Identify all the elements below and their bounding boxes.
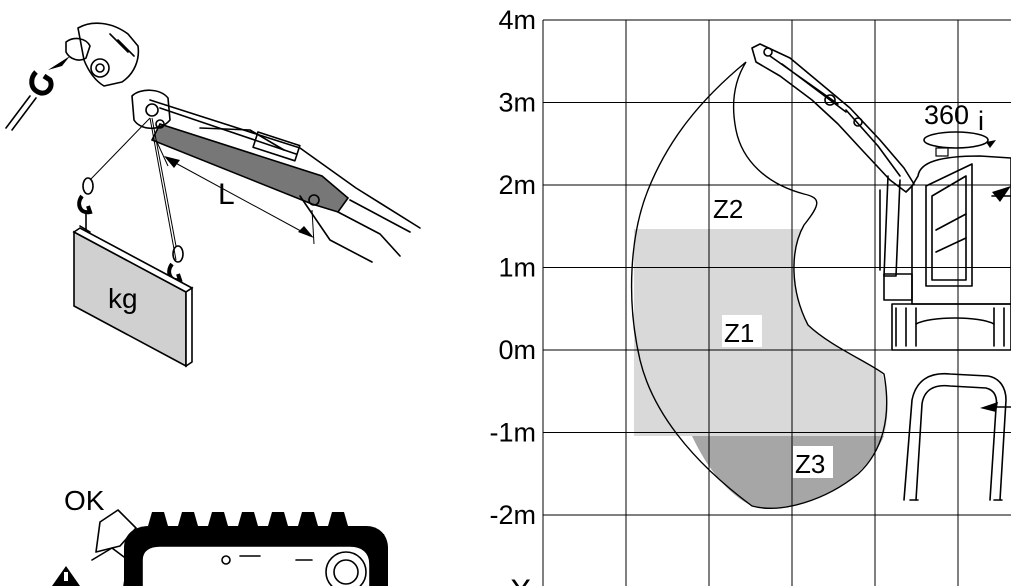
rotation-label: 360: [924, 100, 969, 130]
y-tick-label: -1m: [490, 418, 537, 448]
zone-z1-label-bg: [722, 315, 762, 347]
zone-z3-label: Z3: [795, 449, 825, 479]
range-chart: 4m 3m 2m 1m 0m -1m -2m X Z2 Z1 Z3 360 i: [490, 5, 1011, 586]
load-block: kg: [72, 227, 194, 368]
y-tick-label: 0m: [498, 335, 536, 365]
zone-z3-area: [692, 436, 884, 509]
zone-z3-label-bg: [793, 446, 833, 478]
zone-z2-label: Z2: [713, 194, 743, 224]
y-tick-label: 3m: [498, 88, 536, 118]
y-tick-label: -2m: [490, 500, 537, 530]
track-figure: OK: [52, 485, 388, 586]
length-label: L: [218, 178, 235, 211]
y-tick-label: 4m: [498, 5, 536, 35]
ok-label: OK: [64, 485, 105, 516]
zone-z1-label: Z1: [724, 318, 754, 348]
hook-detail-icon: [5, 22, 140, 131]
chart-grid: [542, 19, 1011, 586]
rops-frame-icon: [903, 372, 1011, 501]
rotation-arrow-icon: [923, 131, 989, 149]
y-axis-labels: 4m 3m 2m 1m 0m -1m -2m: [490, 5, 537, 530]
excavator-arm-icon: [751, 43, 915, 301]
x-axis-label: X: [510, 573, 531, 586]
working-envelope: [630, 61, 888, 509]
track-teeth: [148, 512, 388, 550]
rotation-indicator: 360 i: [923, 100, 996, 149]
boom-lifting-figure: L kg: [5, 22, 421, 368]
y-tick-label: 1m: [498, 253, 536, 283]
rotation-symbol: i: [978, 106, 984, 136]
warning-icon: [52, 566, 80, 586]
length-dimension: L: [155, 139, 315, 245]
y-tick-label: 2m: [498, 170, 536, 200]
cab-icon: [891, 147, 1011, 351]
load-label: kg: [108, 283, 138, 314]
boom-arm-icon: [131, 89, 421, 263]
